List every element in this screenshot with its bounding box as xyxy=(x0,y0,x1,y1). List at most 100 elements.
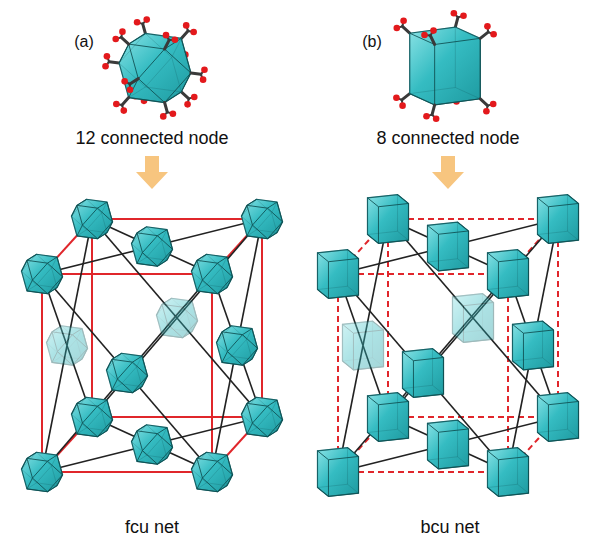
polyhedron-edge xyxy=(77,403,82,423)
polyhedron-edge xyxy=(353,333,354,370)
node-caption: 8 connected node xyxy=(376,128,519,149)
polyhedron-edge xyxy=(480,38,481,98)
net-node xyxy=(46,326,87,365)
polyhedron-edge xyxy=(435,38,481,44)
polyhedron-edge xyxy=(97,208,112,222)
polyhedron-edge xyxy=(434,44,435,104)
polyhedron-edge xyxy=(197,280,202,291)
polyhedron-face xyxy=(487,448,528,497)
linker-bond xyxy=(143,24,146,34)
polyhedron-edge xyxy=(463,302,493,305)
polyhedron-face xyxy=(427,420,468,469)
polyhedron-edge xyxy=(162,304,167,324)
polyhedron-edge xyxy=(267,208,282,222)
polyhedron-edge xyxy=(358,258,359,295)
oxygen-atom xyxy=(160,113,167,120)
polyhedron-face xyxy=(71,199,112,238)
polyhedron-face xyxy=(241,397,282,436)
polyhedron-edge xyxy=(217,461,232,475)
polyhedron-edge xyxy=(165,73,191,103)
net-node xyxy=(241,397,282,436)
polyhedron-face xyxy=(317,250,358,299)
polyhedron-edge xyxy=(257,213,272,230)
polyhedron-edge xyxy=(567,393,568,430)
polyhedron-face xyxy=(367,393,408,442)
polyhedron-edge xyxy=(342,321,372,324)
polyhedron-edge xyxy=(157,236,172,250)
net-node xyxy=(21,254,62,293)
polyhedron-edge xyxy=(487,250,517,253)
polyhedron-edge xyxy=(147,425,168,428)
polyhedron-edge xyxy=(410,27,456,33)
polyhedron-edge xyxy=(62,339,77,356)
polyhedron-edge xyxy=(162,298,172,304)
linker-bond xyxy=(165,103,168,113)
polyhedron-edge xyxy=(157,434,172,448)
polyhedron-edge xyxy=(383,330,384,367)
polyhedron-edge xyxy=(227,335,242,352)
polyhedron-edge xyxy=(367,396,368,433)
polyhedron-edge xyxy=(358,456,359,493)
net-edge-red xyxy=(337,274,339,472)
net-edge-red xyxy=(338,273,508,275)
polyhedron-edge xyxy=(487,253,488,290)
polyhedron-edge xyxy=(378,405,379,442)
net-edge xyxy=(177,318,262,417)
polyhedron-face xyxy=(427,222,468,271)
polyhedron-edge xyxy=(37,466,52,483)
linker-bond xyxy=(109,62,119,63)
down-arrow xyxy=(432,156,464,189)
polyhedron-edge xyxy=(413,394,443,397)
polyhedron-edge xyxy=(373,321,384,330)
polyhedron-edge xyxy=(427,423,428,460)
polyhedron-edge xyxy=(317,451,318,488)
polyhedron-edge xyxy=(342,324,343,361)
polyhedron-edge xyxy=(528,456,529,493)
polyhedron-edge xyxy=(487,484,517,487)
label-holder: (a) xyxy=(74,33,94,51)
polyhedron-edge xyxy=(517,448,518,485)
net-node xyxy=(402,349,443,398)
polyhedron-edge xyxy=(181,73,191,92)
polyhedron-edge xyxy=(367,198,378,207)
polyhedron-edge xyxy=(458,457,469,466)
oxygen-atom xyxy=(102,63,109,70)
oxygen-atom xyxy=(433,116,440,123)
polyhedron-edge xyxy=(142,236,157,253)
polyhedron-edge xyxy=(398,195,409,204)
linker-bond xyxy=(430,35,434,44)
polyhedron-face xyxy=(367,195,408,244)
oxygen-atom xyxy=(430,27,437,34)
polyhedron-edge xyxy=(167,307,182,324)
polyhedron-face xyxy=(342,321,383,370)
polyhedron-edge xyxy=(427,457,457,460)
polyhedron-edge xyxy=(443,357,444,394)
polyhedron-edge xyxy=(468,429,469,466)
oxygen-atom xyxy=(451,10,458,17)
polyhedron-edge xyxy=(27,478,32,489)
polyhedron-edge xyxy=(498,493,528,496)
polyhedron-edge xyxy=(408,203,409,240)
polyhedron-edge xyxy=(410,94,435,105)
polyhedron-edge xyxy=(257,199,278,202)
net-node xyxy=(317,448,358,497)
net-node xyxy=(156,298,197,337)
polyhedron-edge xyxy=(142,376,147,387)
linker-bond xyxy=(432,105,435,115)
polyhedron-edge xyxy=(367,433,378,442)
polyhedron-edge xyxy=(537,195,567,198)
polyhedron-edge xyxy=(367,429,397,432)
net-edge xyxy=(338,274,423,373)
polyhedron-edge xyxy=(162,324,167,335)
polyhedron-edge xyxy=(232,339,247,356)
bcu-net-drawing xyxy=(317,195,578,497)
polyhedron-edge xyxy=(37,268,52,285)
polyhedron-edge xyxy=(438,234,439,271)
polyhedron-edge xyxy=(97,202,107,208)
polyhedron-edge xyxy=(427,423,438,432)
polyhedron-edge xyxy=(242,329,252,335)
linker-bond xyxy=(455,17,458,27)
node-caption: 12 connected node xyxy=(75,128,228,149)
polyhedron-edge xyxy=(498,295,528,298)
